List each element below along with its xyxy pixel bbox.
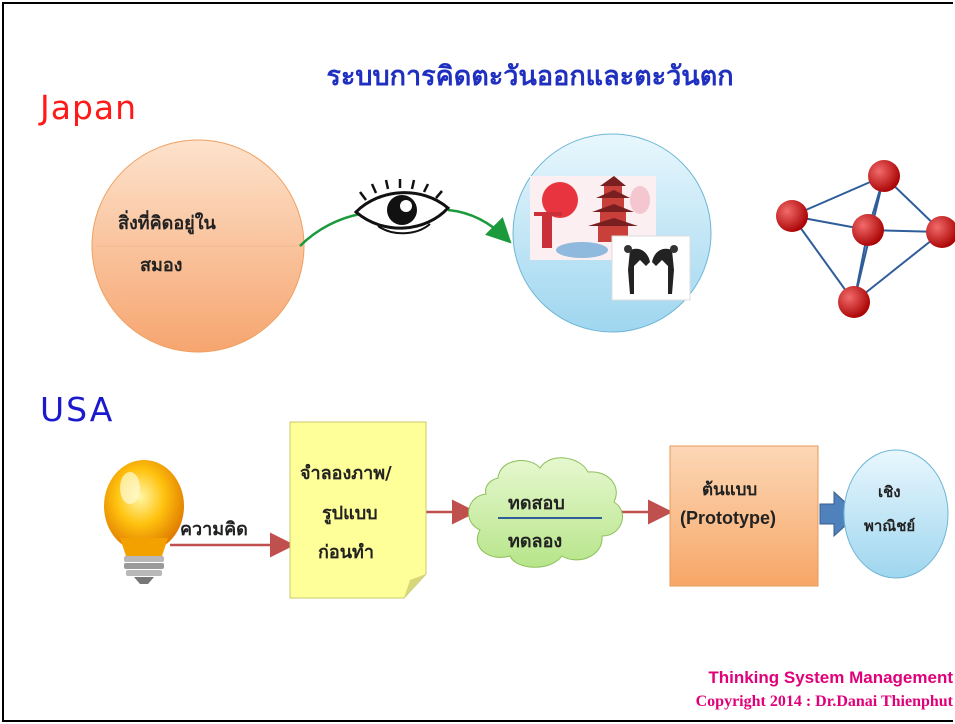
commercial-ellipse: [843, 449, 949, 579]
brain-text-line1: สิ่งที่คิดอยู่ใน: [118, 213, 216, 234]
brain-circle: [91, 139, 305, 353]
model-text-line2: รูปแบบ: [322, 503, 378, 524]
test-text-line2: ทดลอง: [508, 531, 563, 552]
bowing-people-picture: [611, 235, 691, 301]
eye-icon: [353, 179, 451, 235]
footer-copyright: Copyright 2014 : Dr.Danai Thienphut: [695, 693, 953, 710]
idea-label: ความคิด: [180, 519, 248, 540]
light-bulb-icon: [104, 460, 184, 584]
test-cloud-shape: [468, 457, 623, 568]
test-text-line1: ทดสอบ: [508, 493, 565, 514]
green-arrow-right: [447, 208, 512, 244]
model-text-line1: จำลองภาพ/: [300, 463, 392, 484]
network-graph: [776, 160, 955, 318]
commercial-text-line1: เชิง: [878, 483, 901, 501]
commercial-text-line2: พาณิชย์: [864, 517, 916, 535]
prototype-box: [669, 445, 819, 587]
model-text-line3: ก่อนทำ: [318, 542, 374, 563]
model-note-shape: [289, 421, 427, 599]
footer-course-title: Thinking System Management: [708, 668, 953, 687]
prototype-text-line1: ต้นแบบ: [702, 480, 758, 500]
brain-text-line2: สมอง: [140, 255, 183, 276]
usa-heading: USA: [40, 390, 115, 429]
japan-heading: Japan: [40, 88, 138, 127]
slide-title: ระบบการคิดตะวันออกและตะวันตก: [326, 61, 734, 92]
prototype-text-line2: (Prototype): [680, 508, 776, 528]
green-arrow-left: [299, 212, 361, 247]
